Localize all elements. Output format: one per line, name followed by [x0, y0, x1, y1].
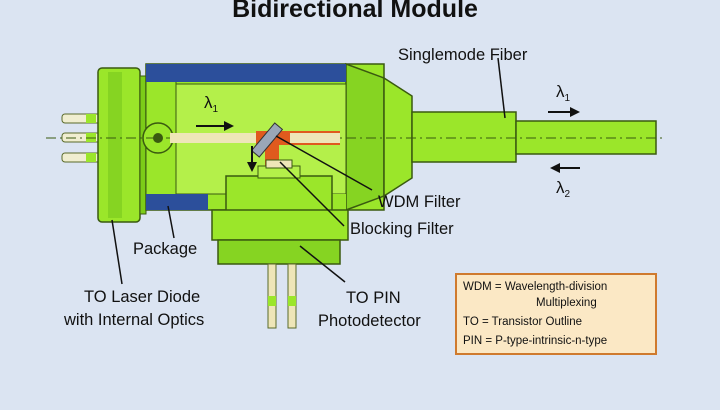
to-pin-label-line2: Photodetector	[318, 312, 421, 330]
fiber-connector	[411, 111, 657, 163]
blocking-filter-label: Blocking Filter	[350, 220, 454, 238]
lambda1-label-left: λ1	[204, 93, 219, 115]
abbreviation-legend: WDM = Wavelength-division Multiplexing T…	[455, 273, 657, 355]
svg-text:λ2: λ2	[556, 178, 571, 200]
legend-pin-line: PIN = P-type-intrinsic-n-type	[463, 335, 607, 347]
to-pin-photodetector	[211, 159, 349, 265]
singlemode-fiber-label: Singlemode Fiber	[398, 46, 528, 64]
svg-text:λ1: λ1	[556, 82, 571, 104]
photodetector-pins	[267, 263, 297, 329]
wdm-filter-label: WDM Filter	[378, 193, 461, 211]
legend-wdm-line2: Multiplexing	[536, 297, 597, 309]
legend-wdm-line1: WDM = Wavelength-division	[463, 281, 607, 293]
laser-beam	[170, 133, 260, 143]
to-pin-label-line1: TO PIN	[346, 289, 401, 307]
legend-to-line: TO = Transistor Outline	[463, 316, 582, 328]
diagram-title: Bidirectional Module	[232, 0, 478, 23]
package-label: Package	[133, 240, 197, 258]
lambda-fiber-arrows: λ1 λ2	[548, 82, 580, 200]
leader-lines	[111, 57, 506, 285]
wdm-filter	[250, 122, 284, 158]
to-laser-label-line2: with Internal Optics	[63, 311, 204, 329]
to-laser-label-line1: TO Laser Diode	[84, 288, 200, 306]
to-laser-diode	[97, 67, 147, 223]
